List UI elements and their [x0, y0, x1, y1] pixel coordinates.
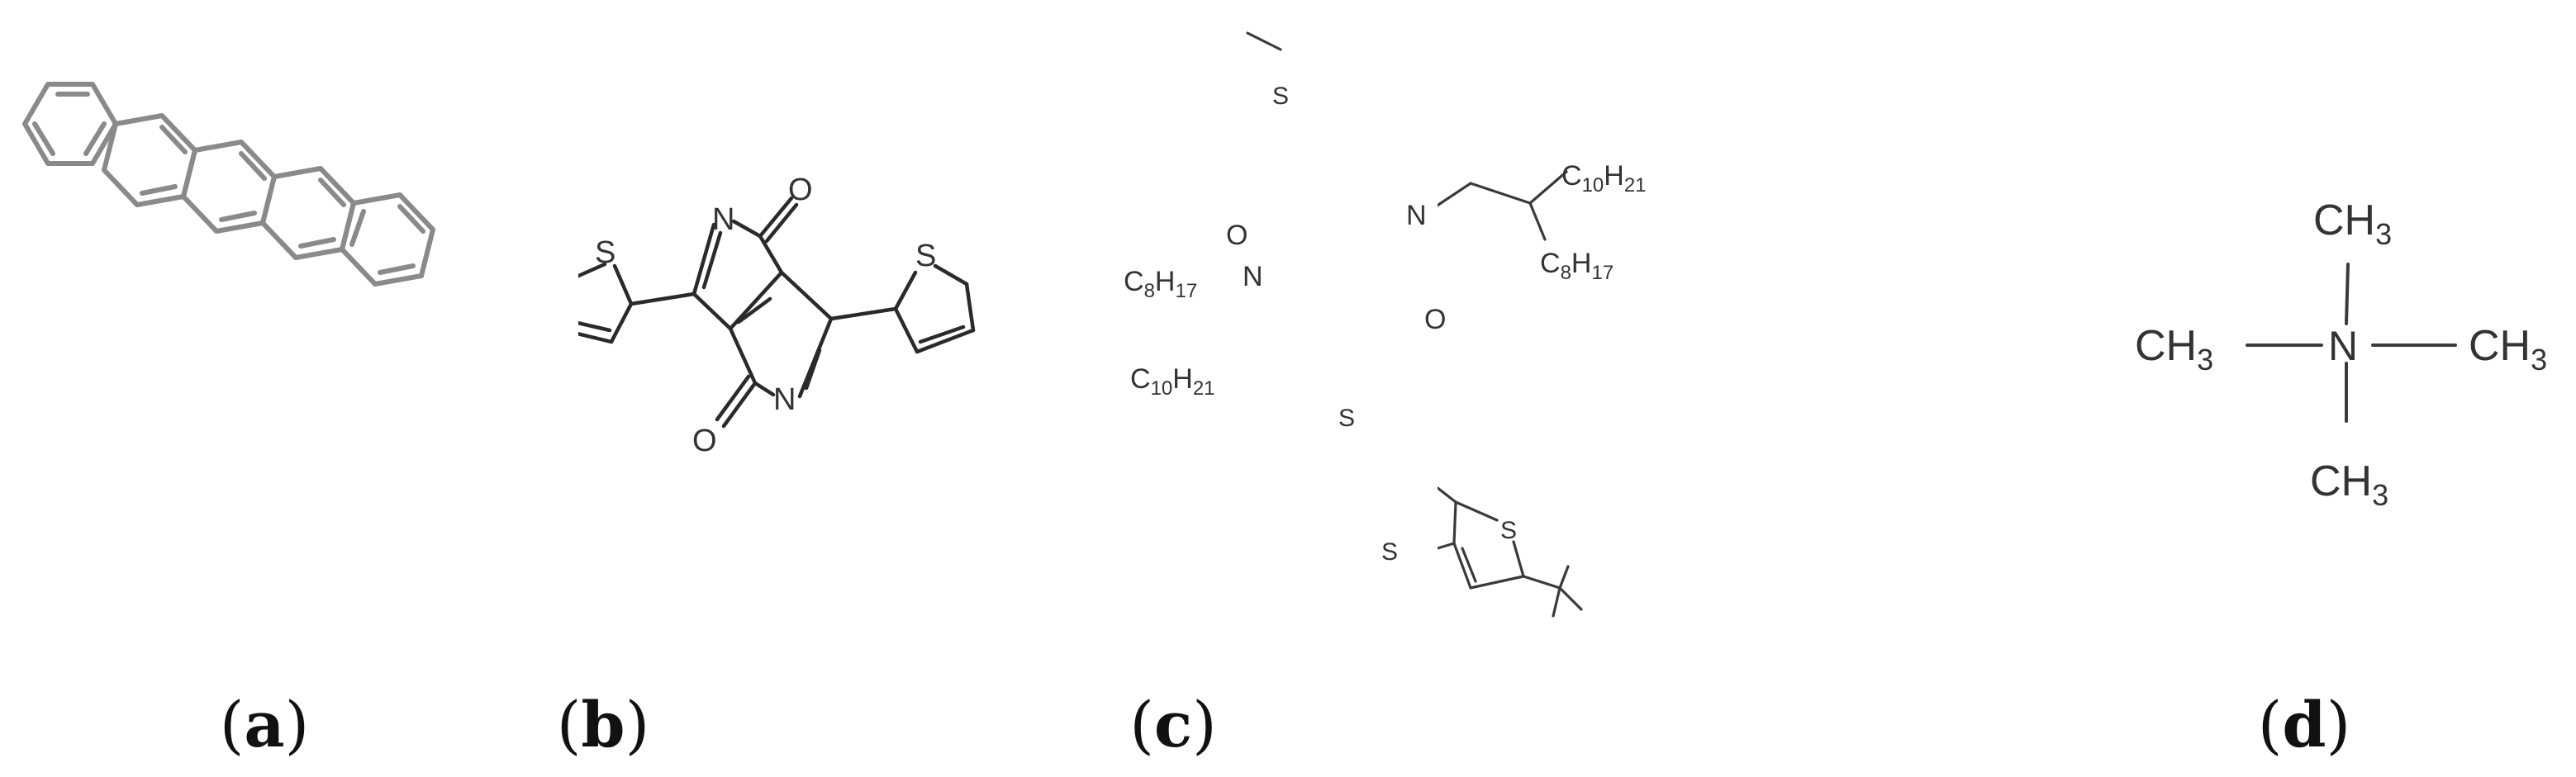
- caption-c: (c): [1129, 688, 1217, 761]
- atom-n-top: N: [712, 202, 734, 237]
- panel-a: (a): [0, 0, 529, 777]
- atom-o-left: O: [1226, 220, 1248, 251]
- panel-d: CH3 CH3 N CH3 CH3 (d): [2098, 0, 2576, 777]
- pentacene-structure: [22, 82, 435, 287]
- tetramethylammonium-structure: CH3 CH3 N CH3 CH3: [2135, 197, 2547, 512]
- caption-a: (a): [219, 688, 310, 761]
- panel-c: S S S S N N O O C10H21 C8H17 C8H17 C10H2…: [1124, 0, 2032, 777]
- atom-o-top: O: [788, 173, 813, 207]
- atom-n-right: N: [1406, 200, 1427, 231]
- atom-s-top: S: [1272, 83, 1289, 110]
- atom-s-right: S: [915, 239, 936, 273]
- atom-ch3-right: CH3: [2469, 322, 2547, 377]
- atom-ch3-bottom: CH3: [2310, 457, 2388, 512]
- caption-b: (b): [556, 688, 650, 761]
- atom-s-tt-left: S: [1381, 538, 1398, 566]
- atom-s-tt-right: S: [1500, 517, 1517, 544]
- caption-d: (d): [2257, 688, 2351, 761]
- chain-c8h17-right: C8H17: [1540, 248, 1614, 284]
- atom-s-left: S: [595, 235, 615, 270]
- dpp-alkyl-bonds: [1438, 170, 1583, 618]
- atom-s-mid: S: [1338, 405, 1355, 432]
- atom-n-bottom: N: [773, 382, 796, 417]
- dpp-alkyl-labels: S S S S N N O O C10H21 C8H17 C8H17 C10H2…: [1124, 31, 1647, 566]
- chain-c10h21-right: C10H21: [1561, 160, 1647, 197]
- atom-ch3-left: CH3: [2135, 322, 2213, 377]
- atom-n-left: N: [1243, 261, 1263, 292]
- atom-o-bottom: O: [692, 424, 717, 458]
- pentacene-bonds: [22, 82, 435, 287]
- panel-b: S S N N O O (b): [557, 0, 1041, 777]
- chain-c8h17-left: C8H17: [1124, 266, 1197, 302]
- atom-o-right: O: [1424, 304, 1446, 335]
- atom-n-center: N: [2328, 323, 2358, 369]
- dpp-structure: S S N N O O: [578, 0, 976, 458]
- dpp-alkyl-structure: [1438, 170, 1583, 618]
- tma-bonds: [2246, 263, 2457, 423]
- dpp-bonds: [578, 0, 976, 429]
- chain-c10h21-left: C10H21: [1130, 363, 1215, 400]
- atom-ch3-top: CH3: [2313, 197, 2392, 251]
